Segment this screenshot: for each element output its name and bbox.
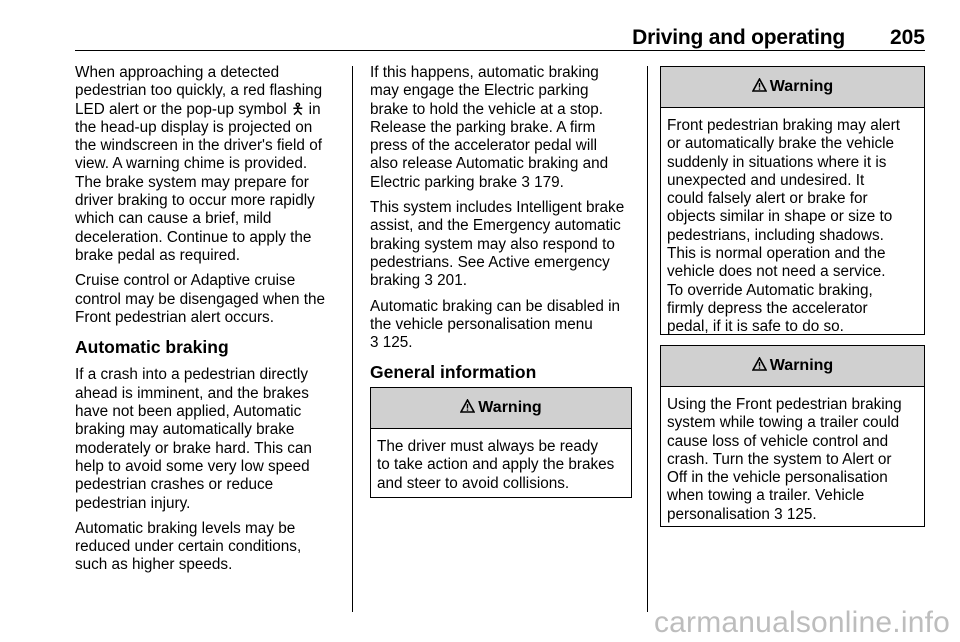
text-line: 3 125.: [370, 334, 413, 352]
section-title: Driving and operating: [632, 26, 845, 49]
text-line: pedestrians, including shadows.: [667, 226, 884, 244]
text-line: crash. Turn the system to Alert or: [667, 450, 892, 468]
text-line: ahead is imminent, and the brakes: [75, 384, 309, 402]
heading-automatic-braking: Automatic braking: [75, 337, 229, 358]
text-line: deceleration. Continue to apply the: [75, 228, 312, 246]
text-line: to take action and apply the brakes: [377, 456, 615, 474]
paragraph: Automatic braking can be disabled in the…: [370, 298, 635, 353]
paragraph: If this happens, automatic braking may e…: [370, 64, 635, 192]
text-line: personalisation 3 125.: [667, 505, 817, 523]
text-line: the windscreen in the driver's field of: [75, 137, 322, 155]
text-line: which can cause a brief, mild: [75, 210, 272, 228]
column-divider-1: [352, 66, 353, 612]
text-line: and steer to avoid collisions.: [377, 474, 570, 492]
text-line: view. A warning chime is provided.: [75, 155, 308, 173]
text-line: when towing a trailer. Vehicle: [667, 487, 865, 505]
text-line: brake to hold the vehicle at a stop.: [370, 100, 604, 118]
text-line: Off in the vehicle personalisation: [667, 469, 888, 487]
text-line: assist, and the Emergency automatic: [370, 217, 621, 235]
text-line: Front pedestrian alert occurs.: [75, 308, 274, 326]
text-line: reduced under certain conditions,: [75, 538, 302, 556]
text-line: firmly depress the accelerator: [667, 299, 868, 317]
text-line: Automatic braking levels may be: [75, 519, 296, 537]
text-line: Cruise control or Adaptive cruise: [75, 272, 296, 290]
warning-triangle-icon: [751, 76, 768, 97]
text-line: Release the parking brake. A firm: [370, 118, 596, 136]
text-line: the vehicle personalisation menu: [370, 315, 593, 333]
text-line: To override Automatic braking,: [667, 281, 873, 299]
text-line: or automatically brake the vehicle: [667, 135, 895, 153]
text-line: press of the accelerator pedal will: [370, 137, 598, 155]
warning-box-towing: Warning Using the Front pedestrian braki…: [660, 345, 925, 527]
text-line: control may be disengaged when the: [75, 290, 326, 308]
column-2: If this happens, automatic braking may e…: [370, 64, 635, 392]
paragraph: This system includes Intelligent brake a…: [370, 199, 635, 290]
text-line: objects similar in shape or size to: [667, 208, 893, 226]
heading-general-information: General information: [370, 362, 537, 383]
text-line: pedestrian crashes or reduce: [75, 476, 274, 494]
text-line: pedestrians. See Active emergency: [370, 253, 610, 271]
text-line: braking may automatically brake: [75, 421, 295, 439]
text-line: could falsely alert or brake for: [667, 190, 868, 208]
paragraph: If a crash into a pedestrian directly ah…: [75, 366, 345, 512]
warning-body: Front pedestrian braking may alert or au…: [661, 108, 924, 345]
warning-title: Warning: [769, 78, 834, 95]
text-line: pedestrian injury.: [75, 494, 191, 512]
warning-header: Warning: [661, 67, 924, 108]
text-line: have not been applied, Automatic: [75, 403, 302, 421]
page-header: Driving and operating 205: [75, 26, 925, 50]
warning-title: Warning: [769, 357, 834, 374]
column-divider-2: [647, 66, 648, 612]
warning-body: Using the Front pedestrian braking syste…: [661, 387, 924, 532]
paragraph: Automatic braking levels may be reduced …: [75, 520, 345, 575]
text-line: the head-up display is projected on: [75, 118, 313, 136]
watermark: carmanualsonline.info: [653, 606, 950, 639]
paragraph: When approaching a detected pedestrian t…: [75, 64, 345, 265]
text-line: This system includes Intelligent brake: [370, 199, 625, 217]
text-line: When approaching a detected: [75, 64, 280, 81]
text-line: pedestrian too quickly, a red flashing: [75, 82, 323, 100]
text-line: The brake system may prepare for: [75, 173, 309, 191]
page-number: 205: [889, 26, 925, 49]
warning-body: The driver must always be ready to take …: [371, 429, 631, 501]
text-line: The driver must always be ready: [377, 438, 599, 455]
text-line: suddenly in situations where it is: [667, 153, 887, 171]
text-line: braking 3 201.: [370, 272, 467, 290]
text-line: may engage the Electric parking: [370, 82, 589, 100]
text-line: cause loss of vehicle control and: [667, 432, 889, 450]
text-line: braking system may also respond to: [370, 235, 615, 253]
text-line: If this happens, automatic braking: [370, 64, 599, 81]
text-line: pedal, if it is safe to do so.: [667, 318, 844, 336]
text-line: Using the Front pedestrian braking: [667, 396, 902, 413]
text-line: such as higher speeds.: [75, 556, 233, 574]
warning-header: Warning: [661, 346, 924, 387]
warning-box-general: Warning The driver must always be ready …: [370, 387, 632, 498]
text-line: also release Automatic braking and: [370, 155, 609, 173]
paragraph: Cruise control or Adaptive cruise contro…: [75, 272, 345, 327]
text-line: driver braking to occur more rapidly: [75, 192, 315, 210]
text-line: Automatic braking can be disabled in: [370, 297, 621, 315]
warning-triangle-icon: [751, 355, 768, 376]
text-line: This is normal operation and the: [667, 245, 886, 263]
header-rule: [75, 50, 925, 51]
text-line: moderately or brake hard. This can: [75, 439, 312, 457]
warning-triangle-icon: [459, 397, 476, 418]
column-1: When approaching a detected pedestrian t…: [75, 64, 345, 582]
warning-title: Warning: [478, 399, 542, 416]
warning-header: Warning: [371, 388, 631, 429]
text-line: brake pedal as required.: [75, 246, 240, 264]
text-line: vehicle does not need a service.: [667, 263, 886, 281]
text-line: system while towing a trailer could: [667, 414, 900, 432]
text-line: help to avoid some very low speed: [75, 457, 310, 475]
text-line: unexpected and undesired. It: [667, 171, 865, 189]
text-line: Front pedestrian braking may alert: [667, 117, 900, 134]
warning-box-false-alerts: Warning Front pedestrian braking may ale…: [660, 66, 925, 335]
text-line: If a crash into a pedestrian directly: [75, 366, 308, 384]
text-line: LED alert or the pop-up symbol 🯅 in: [75, 100, 321, 118]
text-line: Electric parking brake 3 179.: [370, 173, 564, 191]
